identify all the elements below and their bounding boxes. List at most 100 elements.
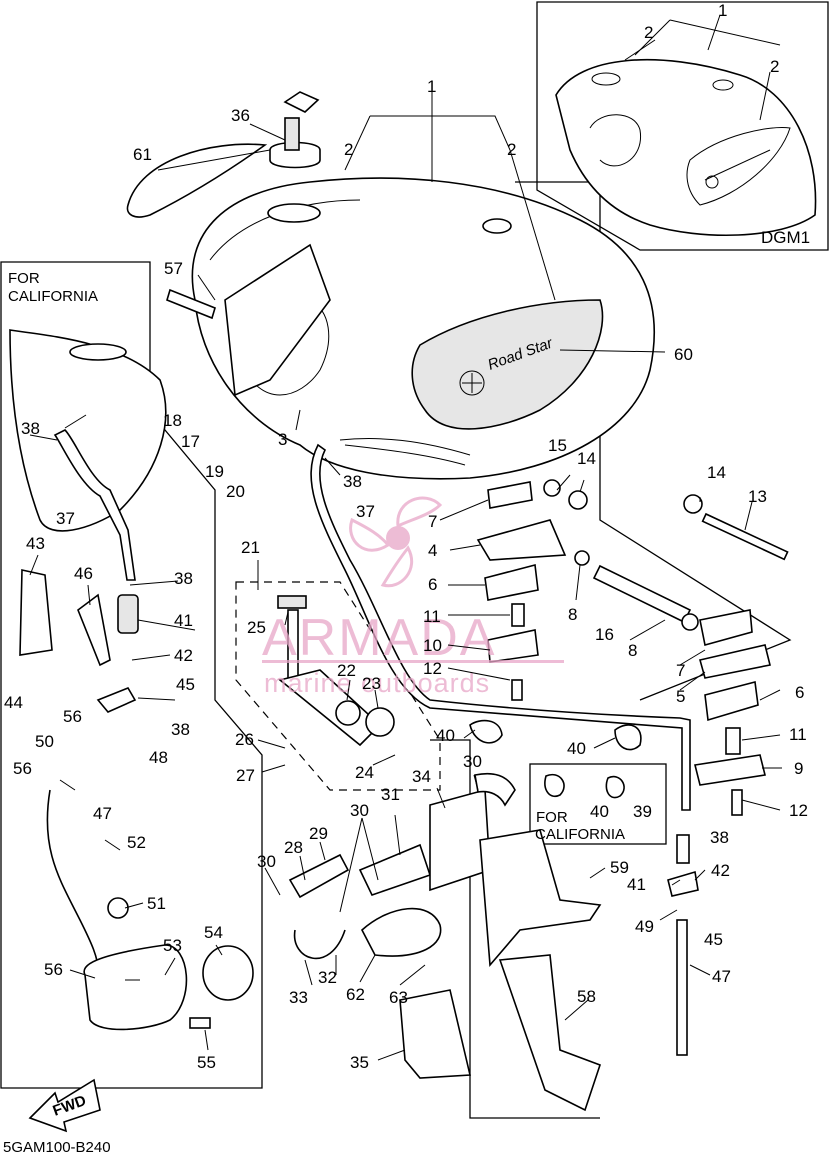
callout-47a: 47 bbox=[93, 804, 112, 823]
variant-tank-inset bbox=[555, 58, 817, 237]
callout-14b: 14 bbox=[707, 463, 726, 482]
callout-61: 61 bbox=[133, 145, 152, 164]
callout-51: 51 bbox=[147, 894, 166, 913]
callout-17: 17 bbox=[181, 432, 200, 451]
callout-1-inset: 1 bbox=[718, 1, 727, 20]
callout-13: 13 bbox=[748, 487, 767, 506]
california-inset-frame bbox=[529, 763, 667, 845]
callout-45a: 45 bbox=[176, 675, 195, 694]
callout-9: 9 bbox=[794, 759, 803, 778]
callout-46: 46 bbox=[74, 564, 93, 583]
callout-62: 62 bbox=[346, 985, 365, 1004]
variant-label: DGM1 bbox=[761, 228, 810, 247]
fuel-cap-assembly bbox=[269, 91, 321, 169]
callout-3: 3 bbox=[278, 430, 287, 449]
callout-42b: 42 bbox=[711, 861, 730, 880]
mounting-hardware bbox=[476, 479, 789, 1056]
callout-27: 27 bbox=[236, 766, 255, 785]
callout-52: 52 bbox=[127, 833, 146, 852]
callout-30a: 30 bbox=[257, 852, 276, 871]
forward-arrow: FWD bbox=[28, 1078, 101, 1133]
callout-43: 43 bbox=[26, 534, 45, 553]
callout-18: 18 bbox=[163, 411, 182, 430]
callout-16: 16 bbox=[595, 625, 614, 644]
callout-2-inset-right: 2 bbox=[770, 57, 779, 76]
callout-42a: 42 bbox=[174, 646, 193, 665]
callout-5: 5 bbox=[676, 687, 685, 706]
california-inset-title-1: FOR bbox=[536, 809, 568, 826]
callout-38e: 38 bbox=[710, 828, 729, 847]
callout-58: 58 bbox=[577, 987, 596, 1006]
fuel-filter-and-pump bbox=[288, 788, 602, 1112]
callout-34: 34 bbox=[412, 767, 431, 786]
callout-55: 55 bbox=[197, 1053, 216, 1072]
callout-60: 60 bbox=[674, 345, 693, 364]
callout-59: 59 bbox=[610, 858, 629, 877]
callout-28: 28 bbox=[284, 838, 303, 857]
callout-39: 39 bbox=[633, 802, 652, 821]
callout-11a: 11 bbox=[423, 607, 441, 626]
callout-40c: 40 bbox=[590, 802, 609, 821]
callout-40a: 40 bbox=[436, 726, 455, 745]
callout-7a: 7 bbox=[428, 512, 437, 531]
watermark-brand: ARMADA bbox=[262, 609, 496, 667]
callout-36: 36 bbox=[231, 106, 250, 125]
callout-56c: 56 bbox=[44, 960, 63, 979]
callout-6a: 6 bbox=[428, 575, 437, 594]
callout-38b: 38 bbox=[21, 419, 40, 438]
callout-41b: 41 bbox=[627, 875, 646, 894]
watermark-tagline: marine outboards bbox=[264, 668, 490, 698]
vent-hose-57 bbox=[166, 288, 216, 320]
callout-56b: 56 bbox=[13, 759, 32, 778]
callout-41a: 41 bbox=[174, 611, 193, 630]
callout-10: 10 bbox=[423, 636, 442, 655]
callout-31: 31 bbox=[381, 785, 400, 804]
callout-23: 23 bbox=[362, 674, 381, 693]
callout-38c: 38 bbox=[174, 569, 193, 588]
callout-2-inset-left: 2 bbox=[644, 23, 653, 42]
callout-38a: 38 bbox=[343, 472, 362, 491]
callout-2-left: 2 bbox=[344, 140, 353, 159]
callout-21: 21 bbox=[241, 538, 260, 557]
callout-45b: 45 bbox=[704, 930, 723, 949]
callout-11b: 11 bbox=[789, 725, 807, 744]
california-parts bbox=[9, 329, 254, 1031]
callout-14a: 14 bbox=[577, 449, 596, 468]
hose-routing-frame bbox=[430, 739, 600, 1119]
callout-25: 25 bbox=[247, 618, 266, 637]
callout-15: 15 bbox=[548, 436, 567, 455]
callout-37b: 37 bbox=[56, 509, 75, 528]
callout-12a: 12 bbox=[423, 659, 442, 678]
callout-29: 29 bbox=[309, 824, 328, 843]
variant-inset-frame bbox=[536, 1, 829, 251]
callout-63: 63 bbox=[389, 988, 408, 1007]
callout-labels: 5GAM100-B240 DGM1 FOR CALIFORNIA FOR CAL… bbox=[3, 1, 810, 1155]
fuel-cock-dashed-frame bbox=[235, 581, 441, 791]
fuel-hoses bbox=[310, 443, 691, 811]
california-inset-title-2: CALIFORNIA bbox=[535, 826, 625, 843]
callout-37a: 37 bbox=[356, 502, 375, 521]
watermark: ARMADA marine outboards bbox=[262, 496, 564, 698]
callout-7b: 7 bbox=[676, 661, 685, 680]
callout-22: 22 bbox=[337, 661, 356, 680]
callout-47b: 47 bbox=[712, 967, 731, 986]
callout-53: 53 bbox=[163, 936, 182, 955]
callout-48: 48 bbox=[149, 748, 168, 767]
callout-38d: 38 bbox=[171, 720, 190, 739]
callout-44: 44 bbox=[4, 693, 23, 712]
callout-6b: 6 bbox=[795, 683, 804, 702]
callout-40b: 40 bbox=[567, 739, 586, 758]
callout-30b: 30 bbox=[350, 801, 369, 820]
california-box-title-2: CALIFORNIA bbox=[8, 288, 98, 305]
side-decal-61 bbox=[126, 143, 268, 218]
callout-4: 4 bbox=[428, 541, 437, 560]
callout-24: 24 bbox=[355, 763, 374, 782]
callout-2-right: 2 bbox=[507, 140, 516, 159]
callout-32: 32 bbox=[318, 968, 337, 987]
diagram-code: 5GAM100-B240 bbox=[3, 1139, 111, 1155]
callout-57: 57 bbox=[164, 259, 183, 278]
callout-8b: 8 bbox=[628, 641, 637, 660]
california-box-title-1: FOR bbox=[8, 270, 40, 287]
callout-26: 26 bbox=[235, 730, 254, 749]
